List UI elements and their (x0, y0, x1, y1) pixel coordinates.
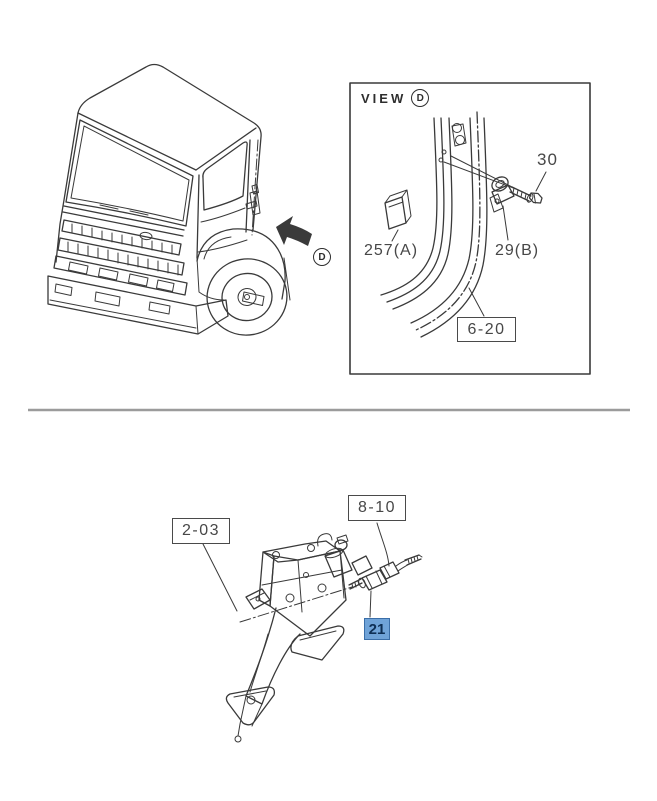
highlighted-callout-21[interactable]: 21 (364, 618, 390, 640)
view-d-title: VIEW D (361, 89, 430, 107)
direction-arrow (276, 216, 312, 246)
callout-257a: 257(A) (364, 242, 419, 259)
truck-cab-drawing (47, 63, 291, 336)
leader-6-20 (468, 287, 485, 317)
view-d-marker: D (411, 89, 430, 107)
leader-2-03 (202, 543, 238, 612)
refbox-2-03: 2-03 (172, 518, 230, 544)
callout-29b: 29(B) (495, 242, 540, 259)
view-d-inset-drawing (349, 82, 591, 375)
leader-21 (369, 590, 372, 618)
refbox-6-20: 6-20 (457, 317, 516, 342)
leader-29b (502, 205, 509, 241)
leader-8-10 (376, 522, 390, 567)
cab-view-d-marker: D (313, 248, 331, 266)
switch-drawing (348, 554, 423, 591)
view-d-border (349, 82, 591, 375)
view-label: VIEW (361, 90, 407, 106)
leader-257a (391, 229, 399, 242)
refbox-8-10: 8-10 (348, 495, 406, 521)
callout-30: 30 (537, 150, 558, 169)
leader-30 (535, 171, 547, 192)
pedal-bracket-drawing (202, 522, 423, 743)
